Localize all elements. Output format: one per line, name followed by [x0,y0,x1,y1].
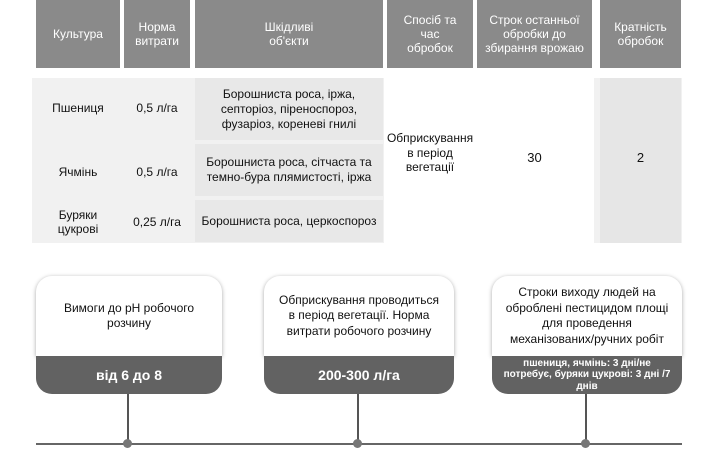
card-ph-value: від 6 до 8 [36,356,222,394]
header-pests: Шкідливі об'єкти [195,0,383,68]
card-reentry-value: пшениця, ячмінь: 3 дні/не потребує, буря… [492,356,682,394]
header-method: Спосіб та час обробок [387,0,473,68]
timeline-dot-3 [581,439,590,448]
card-ph-top: Вимоги до pH робочого розчину [36,276,222,356]
rate-barley: 0,5 л/га [136,164,178,179]
crop-barley: Ячмінь [58,164,98,179]
crop-wheat: Пшениця [52,100,104,115]
method-cell: Обприскування в період вегетації [386,131,474,175]
header-days-before-harvest: Строк останньої обробки до збирання врож… [477,0,592,68]
connector-1 [127,394,129,444]
days-before-harvest-cell: 30 [527,149,542,165]
pests-sugar-beet: Борошниста роса, церкоспороз [195,200,383,242]
connector-3 [585,394,587,444]
rate-sugar-beet: 0,25 л/га [133,214,181,229]
header-rate: Норма витрати [124,0,190,68]
pests-barley: Борошниста роса, сітчаста та темно-бура … [195,144,383,196]
timeline-dot-1 [123,439,132,448]
multiplicity-cell: 2 [636,149,645,165]
pests-wheat: Борошниста роса, іржа, септоріоз, пірено… [195,78,383,140]
multiplicity-column [600,78,681,243]
card-solution-top: Обприскування проводиться в період вегет… [264,276,454,356]
table-body-white-column [384,78,594,243]
rate-wheat: 0,5 л/га [136,100,178,115]
timeline-dot-2 [353,439,362,448]
crop-sugar-beet: Буряки цукрові [57,207,99,237]
card-solution-value: 200-300 л/га [264,356,454,394]
card-reentry-top: Строки виходу людей на оброблені пестици… [492,276,682,356]
connector-2 [357,394,359,444]
header-crop: Культура [36,0,120,68]
header-multiplicity: Кратність обробок [600,0,681,68]
